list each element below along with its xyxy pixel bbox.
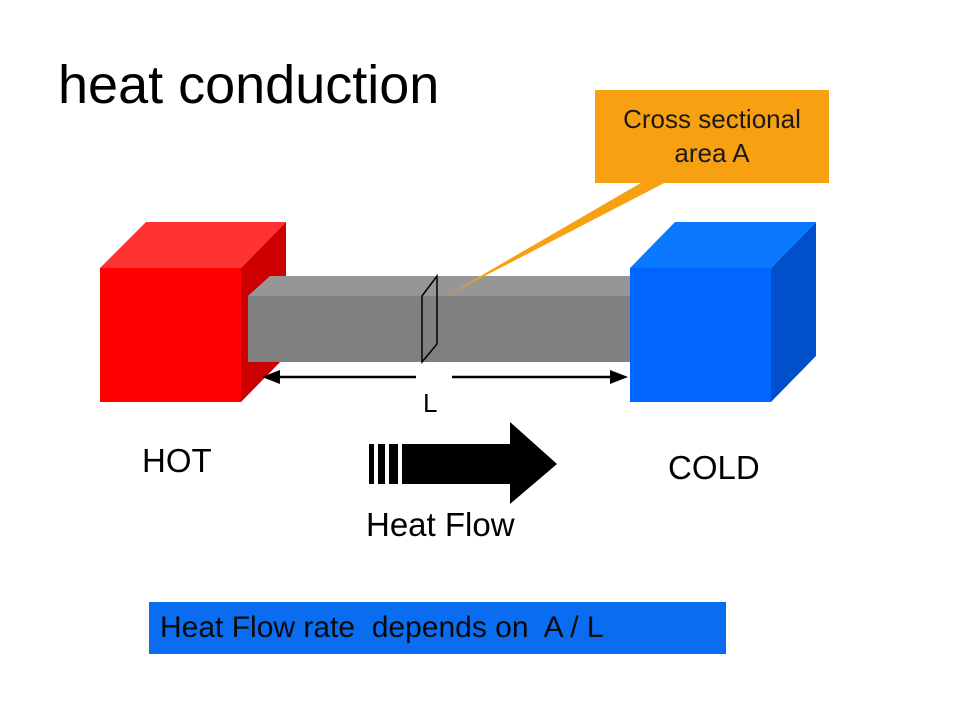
- cold-cube-side-face: [771, 222, 816, 402]
- length-dimension-arrow: [262, 370, 628, 384]
- heat-flow-arrow: [369, 422, 557, 504]
- heat-flow-rate-note: Heat Flow rate depends on A / L: [149, 602, 726, 654]
- length-arrowhead-right: [610, 370, 628, 384]
- cold-cube-front-face: [630, 268, 771, 402]
- page-title: heat conduction: [58, 55, 440, 115]
- hot-cube-front-face: [100, 268, 241, 402]
- heat-flow-arrow-stripe-3: [389, 444, 398, 484]
- length-label: L: [423, 388, 438, 418]
- callout-text: Cross sectional area A: [623, 103, 801, 168]
- length-arrowhead-left: [262, 370, 280, 384]
- heat-flow-arrow-stripe-2: [378, 444, 385, 484]
- cold-cube-top-face: [630, 222, 816, 268]
- cold-cube: [630, 222, 816, 402]
- heat-flow-arrow-stripe-1: [369, 444, 374, 484]
- heat-flow-arrow-body: [402, 422, 557, 504]
- conducting-bar: [248, 273, 640, 365]
- cold-label: COLD: [668, 449, 760, 486]
- bar-top-face: [248, 276, 640, 296]
- cross-section-callout: Cross sectional area A: [595, 90, 829, 183]
- callout-pointer: [446, 180, 670, 296]
- hot-label: HOT: [142, 442, 212, 479]
- cross-section-plane: [421, 273, 438, 365]
- heat-flow-label: Heat Flow: [366, 506, 515, 543]
- bar-front-face: [248, 296, 632, 362]
- hot-cube-top-face: [100, 222, 286, 268]
